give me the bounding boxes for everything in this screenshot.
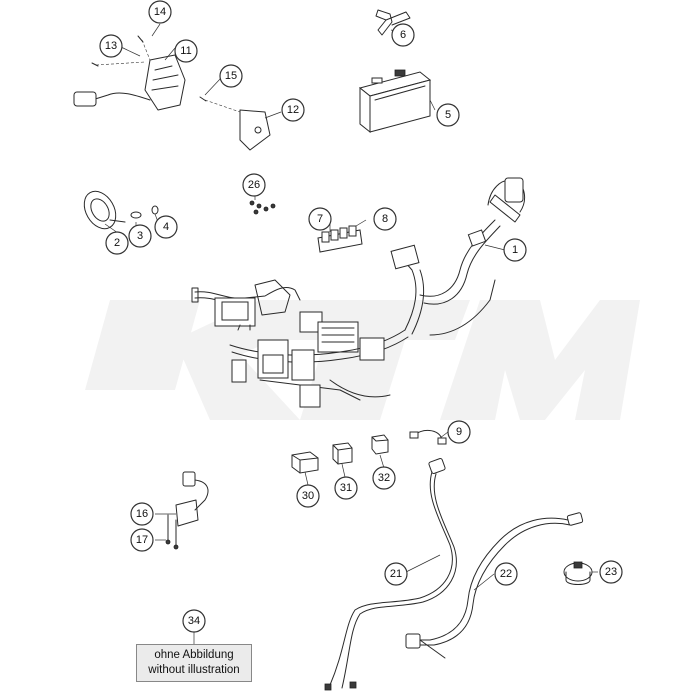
callout-17: 17 (130, 528, 154, 552)
callout-32: 32 (372, 466, 396, 490)
callout-circle (130, 502, 154, 526)
callout-22: 22 (494, 562, 518, 586)
sensor-23 (563, 561, 593, 585)
callout-11: 11 (174, 39, 198, 63)
callout-label: 13 (105, 40, 117, 52)
callout-label: 12 (287, 104, 299, 116)
callout-circle (174, 39, 198, 63)
battery (358, 69, 432, 134)
callout-label: 9 (456, 426, 462, 438)
callout-circle (130, 528, 154, 552)
callout-label: 3 (137, 230, 143, 242)
cable-22 (405, 512, 584, 659)
callout-15: 15 (219, 64, 243, 88)
callout-circle (148, 0, 172, 24)
callout-circle (308, 207, 332, 231)
callout-label: 22 (500, 568, 512, 580)
callout-6: 6 (391, 23, 415, 47)
callout-circle (242, 173, 266, 197)
callout-4: 4 (154, 215, 178, 239)
callout-label: 7 (317, 213, 323, 225)
callout-8: 8 (373, 207, 397, 231)
callout-label: 6 (400, 29, 406, 41)
callout-5: 5 (436, 103, 460, 127)
callout-circle (447, 420, 471, 444)
sensor-16-17 (165, 471, 209, 550)
callout-label: 11 (180, 45, 191, 57)
callout-label: 32 (378, 472, 390, 484)
callout-circle (154, 215, 178, 239)
regulator-assembly (73, 35, 271, 151)
callout-label: 14 (154, 6, 166, 18)
callout-circle (599, 560, 623, 584)
callout-circle (436, 103, 460, 127)
callout-circle (182, 609, 206, 633)
callout-circle (99, 34, 123, 58)
callout-label: 31 (340, 482, 352, 494)
screws-26 (249, 200, 276, 215)
note-box: ohne Abbildung without illustration (136, 644, 252, 682)
callout-1: 1 (503, 238, 527, 262)
callout-circle (391, 23, 415, 47)
callout-label: 23 (605, 566, 617, 578)
main-wiring-harness (191, 177, 526, 408)
callout-circle (281, 98, 305, 122)
fuse-block (317, 225, 363, 253)
callout-31: 31 (334, 476, 358, 500)
battery-bracket (375, 9, 411, 36)
callout-2: 2 (105, 231, 129, 255)
callout-label: 16 (136, 508, 148, 520)
callout-circle (372, 466, 396, 490)
callout-label: 15 (225, 70, 237, 82)
callout-circle (384, 562, 408, 586)
callout-circle (494, 562, 518, 586)
callout-9: 9 (447, 420, 471, 444)
callout-label: 4 (163, 221, 169, 233)
callout-30: 30 (296, 484, 320, 508)
cable-21 (324, 458, 457, 691)
callout-label: 8 (382, 213, 388, 225)
callout-21: 21 (384, 562, 408, 586)
horn (83, 190, 159, 230)
callout-12: 12 (281, 98, 305, 122)
callout-label: 21 (390, 568, 402, 580)
callout-26: 26 (242, 173, 266, 197)
relays (291, 434, 389, 474)
callout-circle (334, 476, 358, 500)
callout-label: 1 (512, 244, 518, 256)
callout-label: 34 (188, 615, 200, 627)
callout-circle (219, 64, 243, 88)
callout-label: 30 (302, 490, 314, 502)
callout-circle (503, 238, 527, 262)
callout-circle (105, 231, 129, 255)
callout-23: 23 (599, 560, 623, 584)
callout-3: 3 (128, 224, 152, 248)
note-line-german: ohne Abbildung (154, 649, 234, 661)
callout-34: 34 (182, 609, 206, 633)
callout-14: 14 (148, 0, 172, 24)
leader-lines (104, 23, 598, 644)
callout-13: 13 (99, 34, 123, 58)
callout-label: 2 (114, 237, 120, 249)
callout-circle (373, 207, 397, 231)
callout-7: 7 (308, 207, 332, 231)
callout-label: 5 (445, 109, 451, 121)
callout-circle (128, 224, 152, 248)
callout-16: 16 (130, 502, 154, 526)
callout-label: 17 (136, 534, 148, 546)
callout-circle (296, 484, 320, 508)
note-line-english: without illustration (148, 664, 240, 676)
callout-label: 26 (248, 179, 260, 191)
